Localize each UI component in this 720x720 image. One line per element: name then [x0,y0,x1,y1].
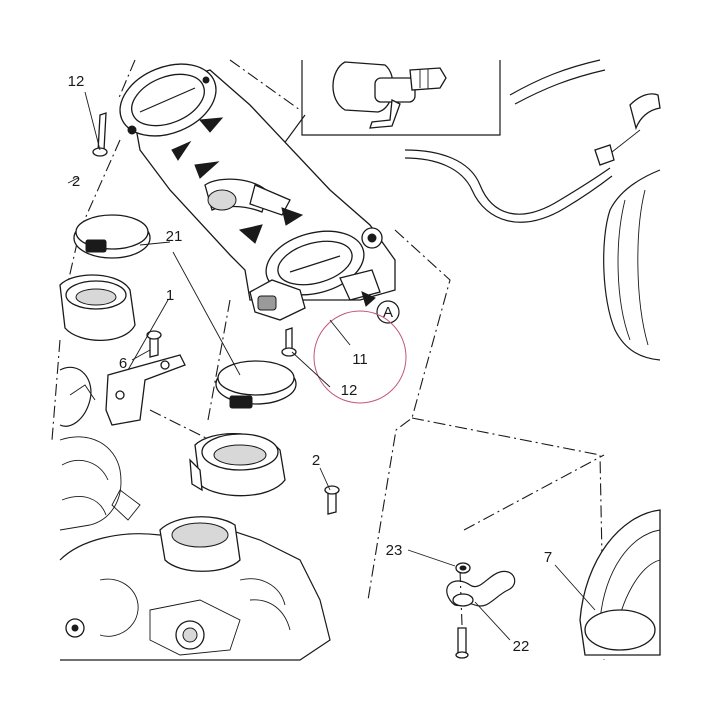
fuel-hose [404,59,661,223]
intake-rubber-upper [59,274,136,342]
callout-labels: 12 2 21 1 6 11 12 2 23 22 7 [68,73,553,655]
intake-rubber-lower [189,432,286,497]
callout-12-top: 12 [68,73,85,90]
reference-a-label: A [383,304,393,321]
washer [455,562,471,574]
callout-11: 11 [352,351,368,368]
callout-22: 22 [513,638,530,655]
callout-12-mid: 12 [341,382,358,399]
hose-clip [446,570,516,607]
hose-clamp-upper [73,214,151,259]
callout-7: 7 [544,549,552,566]
fuel-tank-outline [603,169,661,361]
hose-clamp-lower [215,360,297,409]
highlight-circle [313,310,407,404]
reference-a-marker: A [376,300,400,324]
callout-1: 1 [166,287,174,304]
callout-23: 23 [386,542,403,559]
callout-2-top: 2 [72,173,80,190]
bolts [92,112,469,659]
engine-block [59,366,331,661]
assembly-guide-lines [51,59,605,661]
callout-6: 6 [119,355,127,372]
throttle-body-assembly [119,63,396,321]
callout-21: 21 [166,228,183,245]
callout-2-mid: 2 [312,452,320,469]
airbox-boot [579,509,661,656]
leader-lines [67,91,596,641]
mounting-bracket [105,354,186,426]
